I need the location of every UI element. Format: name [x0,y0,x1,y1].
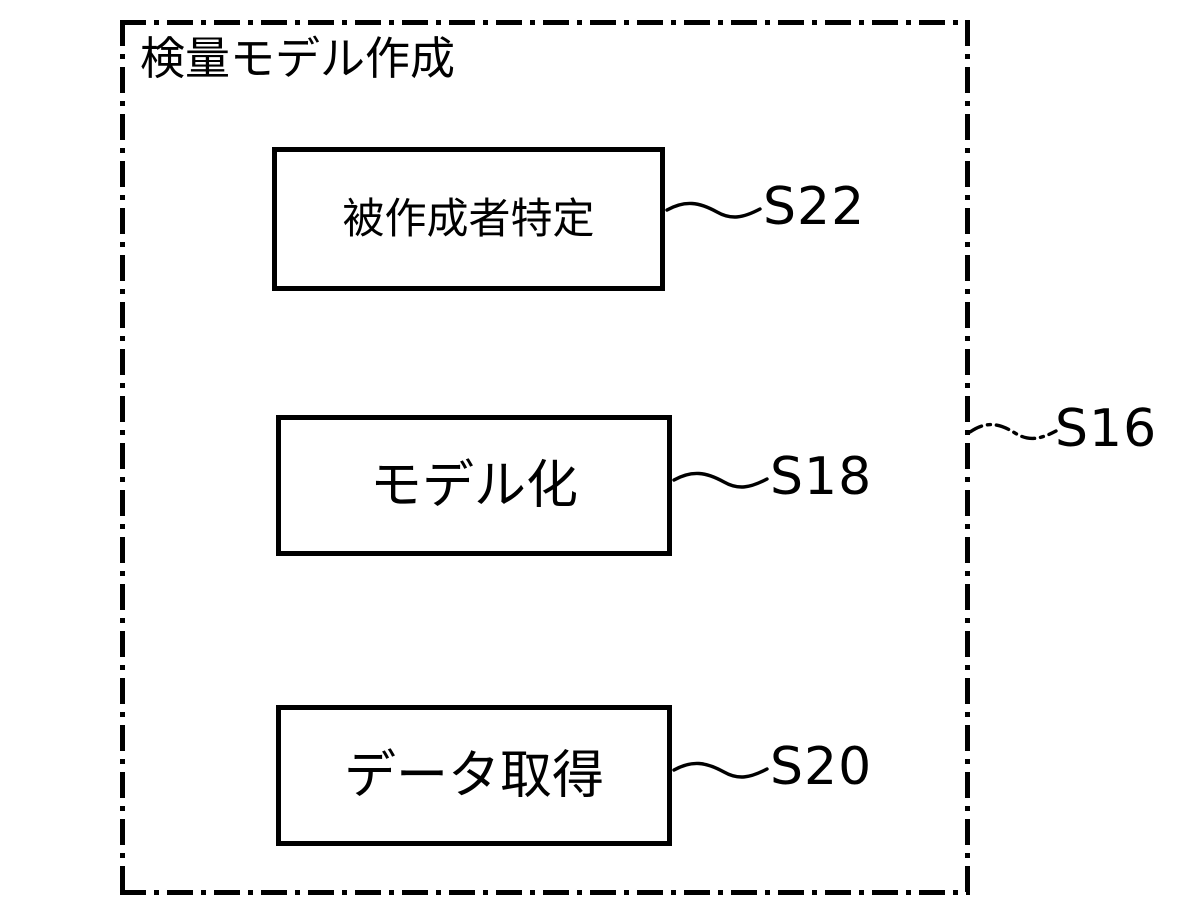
scope-boundary [120,20,970,895]
scope-border-top [120,20,970,25]
process-box-label: データ取得 [343,745,604,806]
scope-title: 検量モデル作成 [140,32,456,85]
scope-border-bottom [120,890,970,895]
step-number-s18: S18 [770,447,873,507]
leader-line-s20 [672,750,777,790]
process-box-s20[interactable]: データ取得 [276,705,672,846]
leader-line-s16 [968,412,1063,452]
leader-line-s22 [665,190,770,230]
process-box-label: 被作成者特定 [342,194,595,243]
leader-line-s18 [672,460,777,500]
process-box-label: モデル化 [369,455,578,516]
step-number-s16: S16 [1055,399,1158,459]
step-number-s22: S22 [763,177,866,237]
process-box-s18[interactable]: モデル化 [276,415,672,556]
scope-border-right [965,20,970,895]
step-number-s20: S20 [770,737,873,797]
scope-border-left [120,20,125,895]
process-box-s22[interactable]: 被作成者特定 [272,147,665,291]
